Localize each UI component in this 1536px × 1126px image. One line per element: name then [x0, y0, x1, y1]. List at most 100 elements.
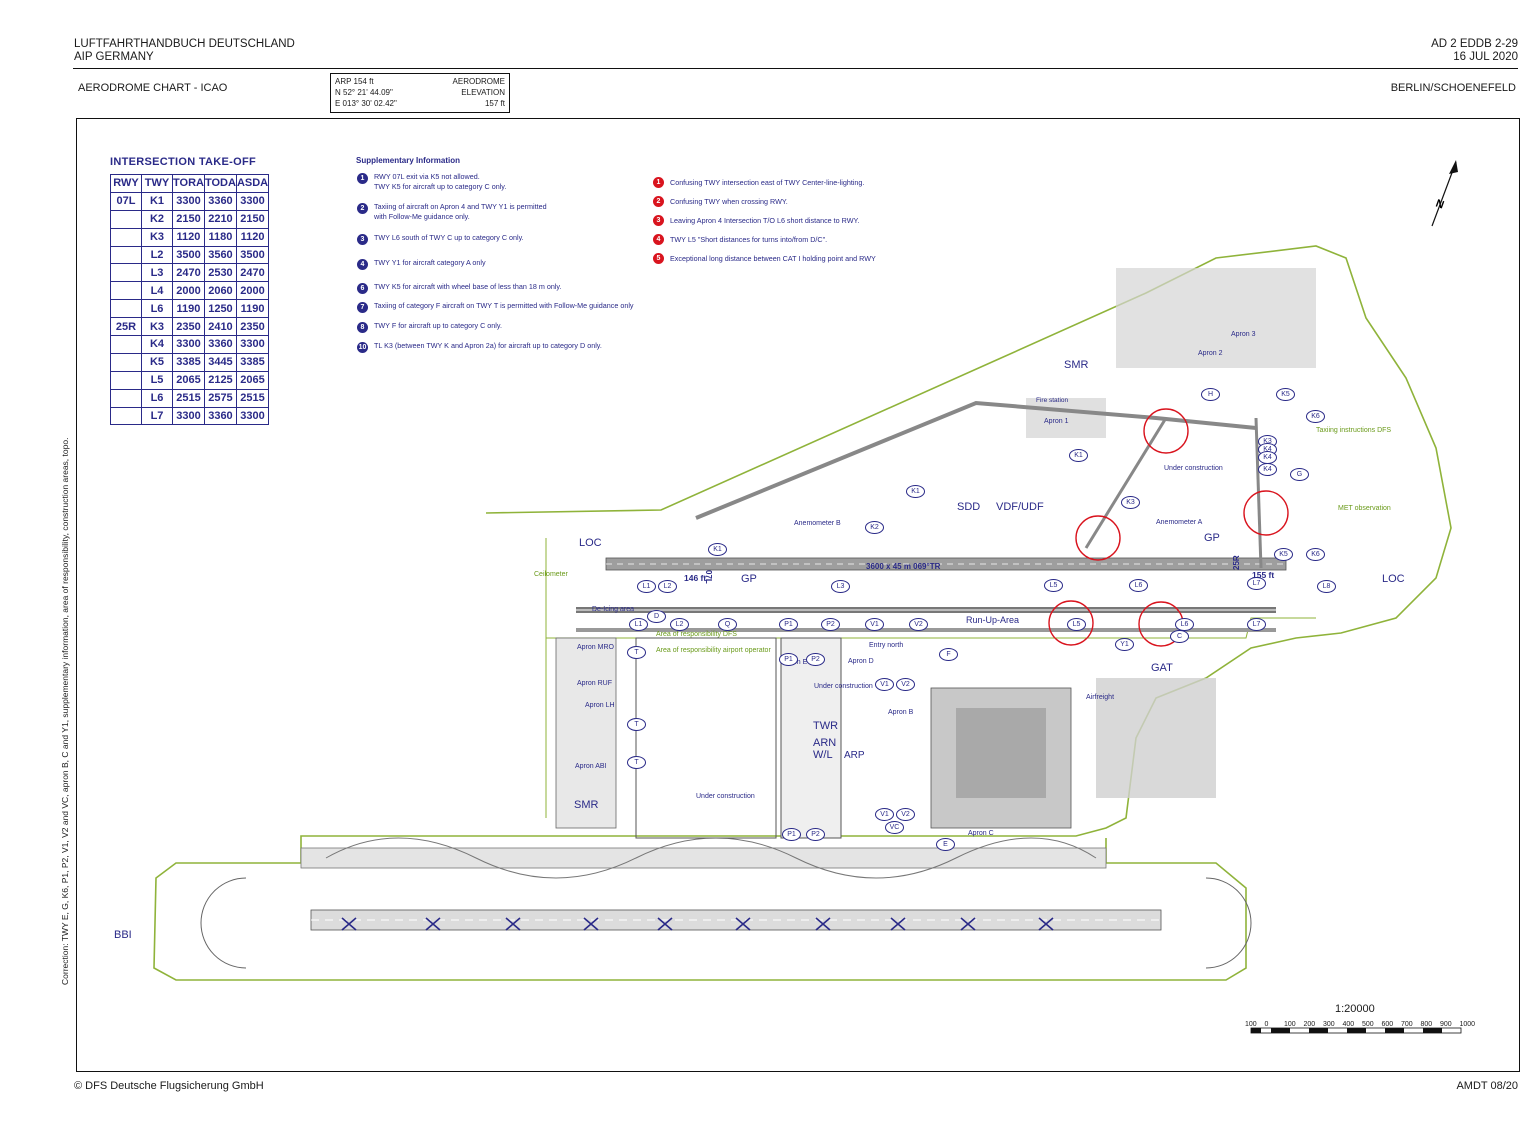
apron3-label: Apron 3 [1231, 331, 1256, 338]
scale-ratio: 1:20000 [1335, 1003, 1375, 1015]
hotspot-note: Exceptional long distance between CAT I … [670, 254, 876, 263]
note-line: Taxiing of category F aircraft on TWY T … [374, 301, 634, 310]
chart-title: AERODROME CHART - ICAO [78, 82, 228, 94]
table-cell: 3300 [172, 191, 205, 211]
table-cell: 2515 [235, 388, 270, 408]
taxiway-label: K1 [1069, 449, 1088, 462]
twr-label: TWR [813, 720, 838, 732]
taxiway-label: L2 [658, 580, 677, 593]
note-number-badge: 2 [357, 203, 368, 214]
scale-tick-label: 500 [1362, 1021, 1374, 1028]
elev-label2: ELEVATION [461, 88, 505, 97]
table-cell: 3385 [235, 352, 270, 372]
publisher-line1: LUFTFAHRTHANDBUCH DEUTSCHLAND [74, 38, 295, 50]
takeoff-col-tora: TORA [172, 174, 205, 193]
apron-mro-label: Apron MRO [577, 644, 615, 651]
terminal-building-inner [956, 708, 1046, 798]
taxiway-label: Y1 [1115, 638, 1134, 651]
taxiway-label: L7 [1247, 618, 1266, 631]
arp-label: ARP [844, 750, 865, 761]
apron1-area [1026, 398, 1106, 438]
under-construction-label-3: Under construction [1164, 465, 1223, 472]
terminal-area-north [1116, 268, 1316, 368]
takeoff-table-title: INTERSECTION TAKE-OFF [110, 156, 257, 168]
table-cell [110, 352, 142, 372]
taxiway-k3 [1084, 417, 1168, 549]
loc-east-label: LOC [1382, 573, 1405, 585]
taxiway-label: T [627, 756, 646, 769]
table-cell: 2000 [235, 281, 270, 301]
header-rule [73, 68, 1518, 69]
table-cell [110, 227, 142, 247]
scale-bar [1250, 1027, 1462, 1034]
takeoff-col-twy: TWY [141, 174, 173, 193]
runway-25r-label: 25R [1232, 555, 1241, 570]
table-cell [110, 370, 142, 390]
table-cell: 3300 [235, 335, 270, 354]
takeoff-col-asda: ASDA [235, 174, 270, 193]
table-cell: K1 [141, 191, 173, 211]
taxiway-label: P1 [779, 653, 798, 666]
resp-airport-label: Area of responsibility airport operator [656, 647, 771, 654]
apron-c-label: Apron C [968, 830, 994, 837]
south-taxiway-bar [300, 847, 1107, 869]
table-cell: K2 [141, 209, 173, 229]
supplementary-note: Taxiing of category F aircraft on TWY T … [374, 301, 634, 311]
table-cell: 2150 [172, 209, 205, 229]
taxiway-label: V1 [865, 618, 884, 631]
hotspot-5-circle [1243, 490, 1289, 536]
scale-tick-label: 700 [1401, 1021, 1413, 1028]
table-cell: L6 [141, 299, 173, 319]
table-cell: 3500 [172, 245, 205, 265]
apron-b-label: Apron B [888, 709, 914, 716]
table-cell: 3445 [203, 352, 237, 372]
taxiway-label: V2 [909, 618, 928, 631]
table-cell: 3300 [172, 335, 205, 354]
table-cell [110, 209, 142, 229]
table-cell: 3360 [203, 406, 237, 426]
taxiway-label: L1 [637, 580, 656, 593]
table-cell: 3385 [172, 352, 205, 372]
note-line: TL K3 (between TWY K and Apron 2a) for a… [374, 341, 602, 350]
taxiway-label: F [939, 648, 958, 661]
sdd-label: SDD [957, 501, 980, 513]
runway-dimension-label: 3600 x 45 m 069°TR [866, 562, 941, 571]
table-cell: L3 [141, 263, 173, 283]
taxiway-label: Q [718, 618, 737, 631]
table-cell: 2000 [172, 281, 205, 301]
footer-copyright: © DFS Deutsche Flugsicherung GmbH [74, 1080, 264, 1092]
arn-label: ARN [813, 737, 836, 749]
north-arrow-icon: N [1431, 160, 1458, 227]
hotspot-note: Leaving Apron 4 Intersection T/O L6 shor… [670, 216, 860, 225]
threshold-elev-west: 146 ft [684, 573, 706, 583]
correction-note: Correction: TWY E, G, K6, P1, P2, V1, V2… [60, 437, 70, 985]
arp-elevation: ARP 154 ft [335, 77, 374, 86]
taxiway-label: K6 [1306, 548, 1325, 561]
table-cell: 3300 [235, 191, 270, 211]
ceilometer-label: Ceilometer [534, 571, 569, 578]
apron-lh-label: Apron LH [585, 702, 615, 709]
table-cell: 2150 [235, 209, 270, 229]
aerodrome-map[interactable]: 3600 x 45 m 069°TR 07L 25R 146 ft 155 ft… [76, 118, 1520, 1072]
scale-tick-label: 600 [1381, 1021, 1394, 1028]
table-cell: 3560 [203, 245, 237, 265]
table-cell: 2470 [235, 263, 270, 283]
doc-ref: AD 2 EDDB 2-29 [1431, 38, 1518, 50]
note-number-badge: 1 [357, 173, 368, 184]
table-cell: 2060 [203, 281, 237, 301]
note-line: TWY Y1 for aircraft category A only [374, 258, 486, 267]
table-cell: 3500 [235, 245, 270, 265]
apron-ruf-label: Apron RUF [577, 680, 612, 687]
footer-amendment: AMDT 08/20 [1456, 1080, 1518, 1092]
table-cell [110, 281, 142, 301]
taxiway-label: K6 [1306, 410, 1325, 423]
smr-north-label: SMR [1064, 359, 1089, 371]
taxiway-label: H [1201, 388, 1220, 401]
